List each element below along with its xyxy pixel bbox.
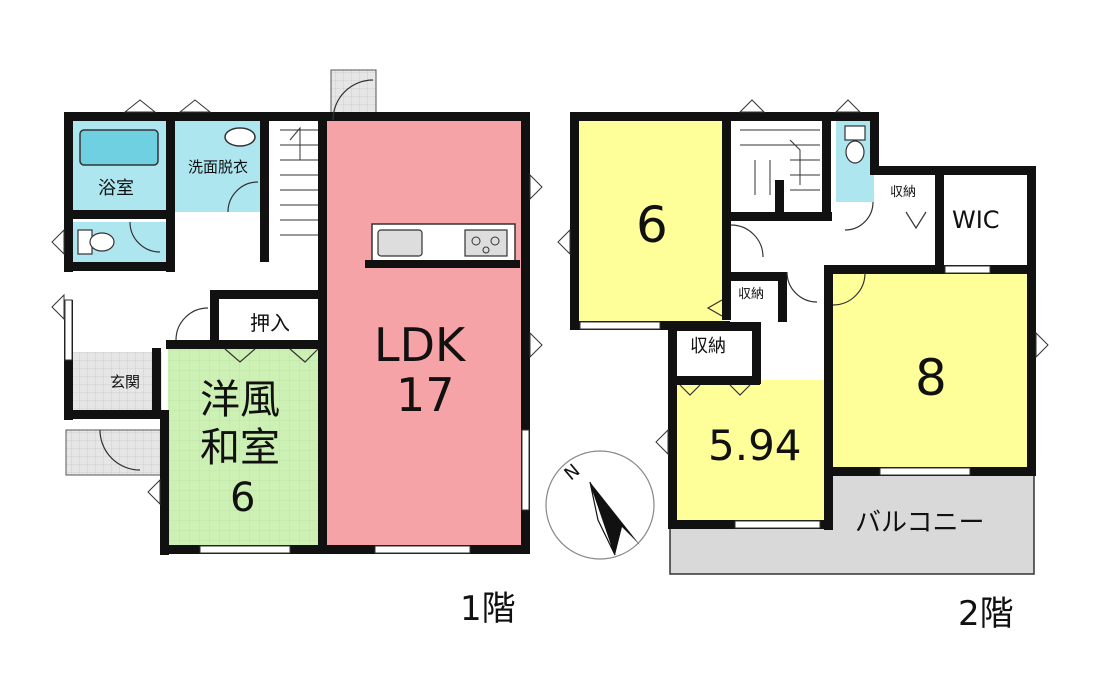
porch-bottom: [65, 429, 162, 476]
ldk-name-label: LDK: [374, 318, 466, 372]
bath-label: 浴室: [98, 178, 134, 199]
washroom-label: 洗面脱衣: [188, 158, 249, 176]
second-floor: [545, 99, 1049, 575]
room-b-fill: [832, 272, 1028, 468]
doors-2f: [679, 201, 927, 396]
walls-1f: [64, 112, 530, 555]
bathtub-icon: [79, 129, 159, 166]
storage-small-label: 収納: [738, 287, 765, 302]
room-a-fill: [578, 120, 723, 322]
toilet2-icon: [844, 125, 866, 141]
first-floor-label: 1階: [460, 589, 516, 629]
room-c-fill: [676, 380, 824, 520]
kitchen-sink-icon: [377, 229, 423, 257]
compass-arrow-icon: [590, 482, 640, 555]
porch-top: [330, 69, 377, 121]
entrance-floor: [72, 352, 162, 417]
wafu-fill: [168, 345, 318, 545]
doors-1f: [99, 79, 374, 471]
room-c-size-label: 5.94: [708, 421, 802, 470]
basin-icon: [224, 127, 256, 147]
stairs-1f: [280, 126, 318, 236]
room-b-size-label: 8: [915, 349, 947, 407]
stove-icon: [464, 229, 508, 257]
balcony-label: バルコニー: [855, 508, 985, 538]
compass: [545, 450, 655, 560]
ldk-fill: [325, 120, 523, 545]
wic-label: WIC: [952, 206, 1000, 234]
storage-c-label: 収納: [690, 336, 726, 357]
closet-label: 押入: [250, 311, 290, 335]
ldk-size-label: 17: [396, 368, 455, 422]
first-floor: [51, 69, 543, 555]
wafu-line2-label: 和室: [200, 425, 280, 471]
window-marks-1f: [51, 99, 543, 506]
wafu-size-label: 6: [230, 475, 256, 521]
room-a-size-label: 6: [636, 196, 668, 254]
toilet2-bowl-icon: [845, 140, 865, 164]
windows-2f: [579, 265, 991, 529]
entrance-label: 玄関: [110, 373, 141, 391]
window-marks-2f: [557, 99, 1049, 456]
stairs-2f: [740, 129, 820, 195]
compass-arrow-outline: [589, 481, 616, 556]
toilet-bowl-icon: [89, 232, 115, 252]
second-floor-label: 2階: [958, 594, 1014, 634]
wafu-line1-label: 洋風: [200, 377, 280, 423]
windows-1f: [64, 299, 530, 554]
storage-hall-label: 収納: [890, 185, 917, 200]
